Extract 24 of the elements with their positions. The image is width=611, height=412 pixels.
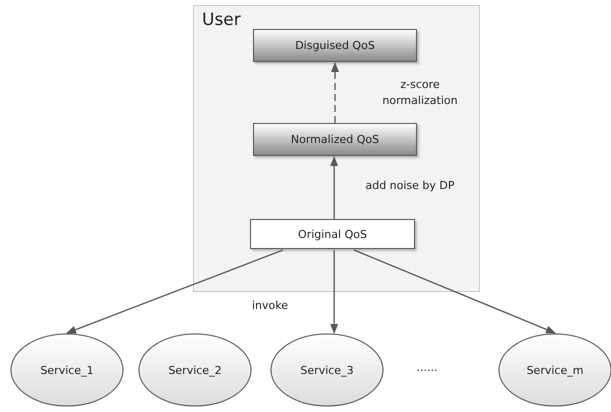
panel-title: User [202, 10, 241, 30]
ellipsis-text: ...... [416, 360, 438, 376]
node-label: Service_3 [300, 364, 354, 376]
node-label: Service_2 [168, 364, 222, 376]
node-label: Normalized QoS [290, 133, 380, 146]
arrow [330, 156, 338, 219]
node-label: Service_1 [40, 364, 94, 376]
service-ellipse [138, 333, 252, 407]
process-box [250, 219, 415, 249]
node-label: Service_m [526, 364, 584, 376]
node-label: Disguised QoS [295, 39, 375, 52]
arrow [330, 250, 338, 334]
arrow [354, 249, 556, 334]
user-panel [193, 5, 480, 292]
arrow [331, 62, 339, 123]
node-label: Original QoS [298, 228, 367, 240]
process-box [253, 123, 417, 156]
edge-label: add noise by DP [364, 178, 456, 194]
service-ellipse [270, 333, 384, 407]
service-ellipse [10, 333, 124, 407]
edge-label: invoke [250, 298, 289, 314]
edge-label: z-score normalization [381, 77, 459, 109]
process-box [253, 29, 417, 62]
arrow [66, 249, 284, 334]
